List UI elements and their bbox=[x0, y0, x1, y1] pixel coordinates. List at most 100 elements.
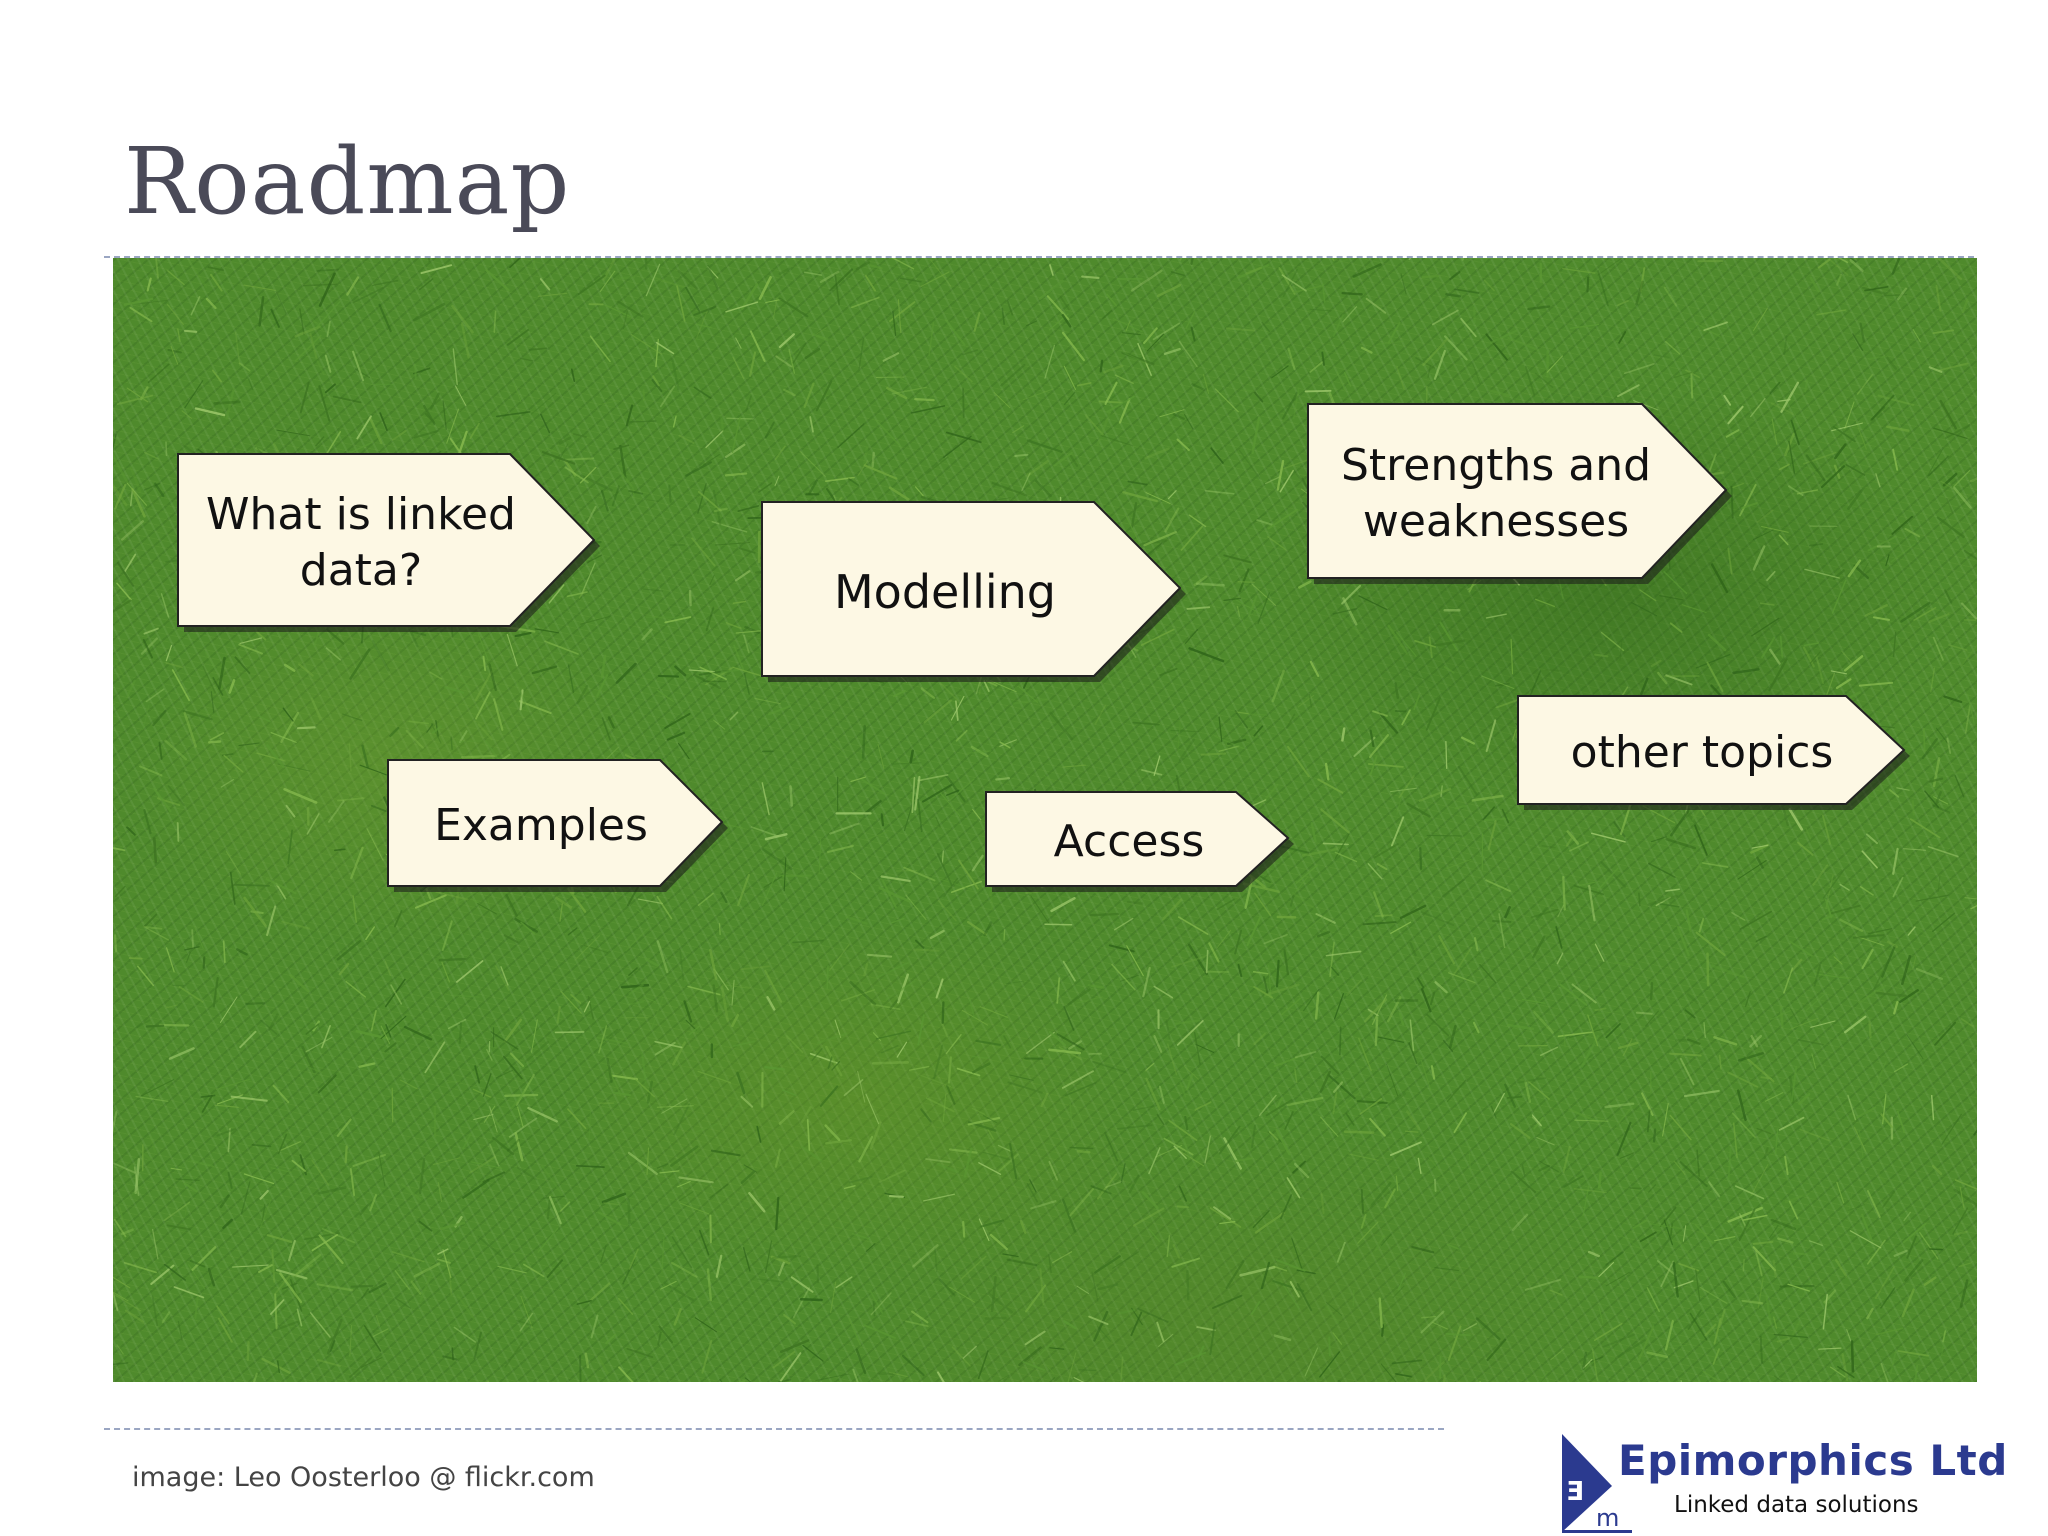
grass-blade bbox=[1940, 480, 1968, 499]
sign-modelling[interactable]: Modelling bbox=[760, 500, 1188, 684]
grass-blade bbox=[1953, 1230, 1968, 1236]
grass-blade bbox=[1248, 286, 1251, 306]
grass-blade bbox=[506, 633, 518, 667]
grass-blade bbox=[960, 1255, 987, 1280]
grass-blade bbox=[283, 663, 296, 672]
grass-blade bbox=[949, 778, 975, 802]
grass-blade bbox=[183, 711, 197, 748]
grass-blade bbox=[202, 665, 216, 694]
grass-blade bbox=[1790, 1066, 1798, 1102]
grass-blade bbox=[1822, 869, 1845, 899]
grass-blade bbox=[1319, 1351, 1341, 1378]
grass-blade bbox=[265, 877, 297, 895]
grass-blade bbox=[990, 680, 1017, 693]
grass-blade bbox=[378, 303, 392, 333]
grass-blade bbox=[349, 1167, 356, 1197]
sign-label: What is linked data? bbox=[206, 488, 516, 596]
grass-blade bbox=[1646, 1287, 1660, 1313]
grass-blade bbox=[954, 365, 973, 383]
grass-blade bbox=[1137, 1307, 1169, 1323]
grass-blade bbox=[1893, 1000, 1899, 1015]
grass-blade bbox=[371, 640, 390, 672]
grass-blade bbox=[167, 785, 185, 807]
grass-blade bbox=[1098, 400, 1123, 404]
grass-blade bbox=[1531, 1115, 1542, 1127]
grass-blade bbox=[602, 258, 616, 281]
grass-blade bbox=[1426, 1013, 1450, 1037]
grass-blade bbox=[1278, 267, 1296, 295]
grass-blade bbox=[1001, 307, 1006, 325]
grass-blade bbox=[1768, 658, 1788, 692]
grass-blade bbox=[800, 1105, 812, 1123]
grass-blade bbox=[1091, 1271, 1099, 1302]
grass-blade bbox=[622, 310, 628, 330]
grass-blade bbox=[453, 669, 470, 689]
grass-blade bbox=[1287, 745, 1310, 778]
grass-blade bbox=[888, 486, 910, 501]
grass-blade bbox=[142, 704, 150, 729]
grass-blade bbox=[945, 1034, 962, 1055]
grass-blade bbox=[1358, 595, 1388, 611]
grass-blade bbox=[1892, 876, 1904, 898]
grass-blade bbox=[1934, 1021, 1957, 1046]
grass-blade bbox=[1749, 1034, 1763, 1048]
grass-blade bbox=[1030, 895, 1050, 924]
grass-blade bbox=[1787, 1283, 1810, 1292]
grass-blade bbox=[834, 274, 840, 306]
grass-blade bbox=[1769, 648, 1781, 665]
svg-text:Ǝ: Ǝ bbox=[1566, 1477, 1584, 1507]
grass-blade bbox=[1399, 904, 1427, 920]
grass-blade bbox=[219, 1194, 230, 1209]
grass-blade bbox=[678, 1176, 714, 1184]
grass-blade bbox=[857, 460, 869, 476]
grass-blade bbox=[451, 1347, 454, 1361]
grass-blade bbox=[1094, 704, 1107, 725]
sign-what-is-linked-data[interactable]: What is linked data? bbox=[176, 452, 602, 634]
grass-blade bbox=[1837, 258, 1849, 264]
grass-blade bbox=[1648, 862, 1676, 878]
grass-blade bbox=[1521, 998, 1546, 1004]
grass-blade bbox=[216, 1127, 237, 1137]
grass-blade bbox=[672, 1041, 687, 1066]
grass-blade bbox=[1348, 1153, 1379, 1161]
grass-blade bbox=[394, 1297, 412, 1309]
grass-blade bbox=[1122, 491, 1158, 503]
grass-blade bbox=[587, 995, 595, 1020]
grass-blade bbox=[338, 962, 350, 976]
grass-blade bbox=[309, 332, 318, 359]
sign-access[interactable]: Access bbox=[984, 790, 1296, 894]
sign-examples[interactable]: Examples bbox=[386, 758, 730, 894]
grass-blade bbox=[1234, 1157, 1253, 1163]
grass-blade bbox=[1130, 269, 1163, 292]
grass-blade bbox=[1337, 1379, 1342, 1382]
grass-blade bbox=[414, 894, 447, 909]
grass-blade bbox=[896, 1041, 908, 1058]
grass-blade bbox=[1391, 1359, 1423, 1365]
grass-blade bbox=[1183, 413, 1194, 430]
grass-blade bbox=[1602, 1333, 1636, 1348]
grass-blade bbox=[1763, 1147, 1769, 1160]
footer-divider bbox=[104, 1428, 1444, 1430]
grass-blade bbox=[824, 1124, 841, 1142]
grass-blade bbox=[1799, 1128, 1830, 1142]
sign-strengths-and-weaknesses[interactable]: Strengths and weaknesses bbox=[1306, 402, 1734, 586]
grass-blade bbox=[1282, 269, 1298, 298]
grass-blade bbox=[359, 1204, 369, 1216]
grass-blade bbox=[737, 873, 751, 907]
grass-blade bbox=[1855, 421, 1867, 450]
grass-blade bbox=[1284, 1111, 1294, 1131]
grass-blade bbox=[275, 1268, 308, 1280]
grass-blade bbox=[361, 1288, 369, 1299]
grass-blade bbox=[1538, 1164, 1550, 1172]
grass-blade bbox=[1386, 1064, 1399, 1097]
grass-blade bbox=[1452, 836, 1467, 843]
grass-blade bbox=[378, 1151, 386, 1187]
grass-blade bbox=[1865, 833, 1878, 845]
grass-blade bbox=[600, 654, 607, 679]
grass-blade bbox=[843, 1079, 864, 1097]
grass-blade bbox=[1238, 449, 1261, 480]
grass-blade bbox=[270, 1167, 292, 1173]
grass-blade bbox=[962, 1345, 977, 1359]
grass-blade bbox=[238, 362, 251, 372]
sign-other-topics[interactable]: other topics bbox=[1516, 694, 1912, 812]
